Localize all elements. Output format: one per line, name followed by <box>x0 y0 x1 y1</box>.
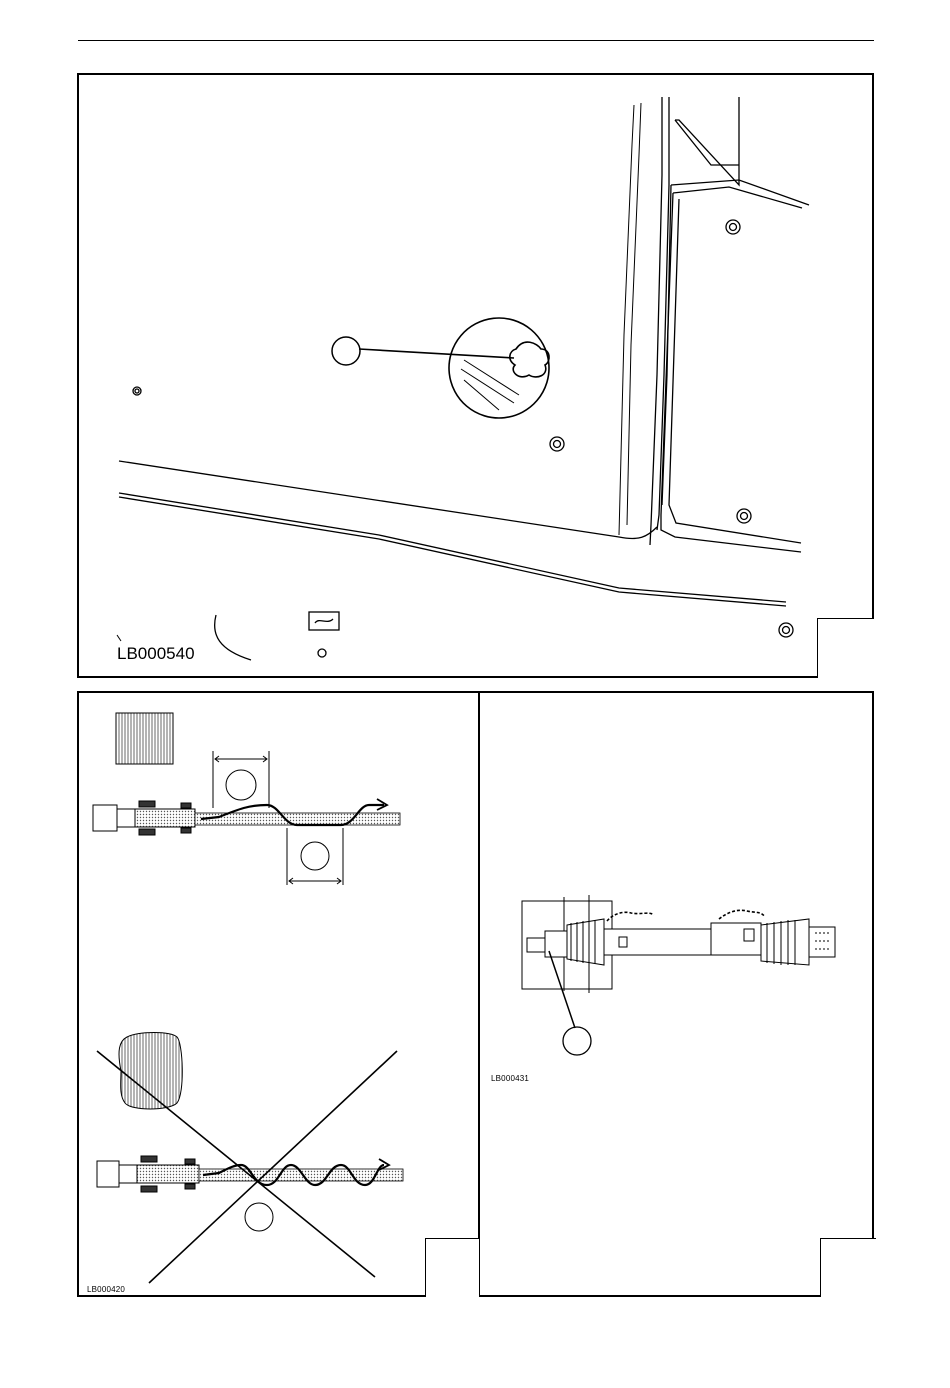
figure-number-box <box>817 618 874 678</box>
fuel-cap-illustration <box>79 75 876 680</box>
drive-shaft-icon <box>522 895 835 1055</box>
header-rule <box>78 40 874 41</box>
drive-shaft-illustration <box>79 693 876 1297</box>
figure-number-box <box>820 1238 876 1297</box>
figure-row-bottom: LB000420 <box>77 691 874 1297</box>
figure-fuel-cap: LB000540 <box>77 73 874 678</box>
figure-code-top: LB000540 <box>117 644 195 664</box>
figure-code-bottom-right: LB000431 <box>491 1074 529 1083</box>
